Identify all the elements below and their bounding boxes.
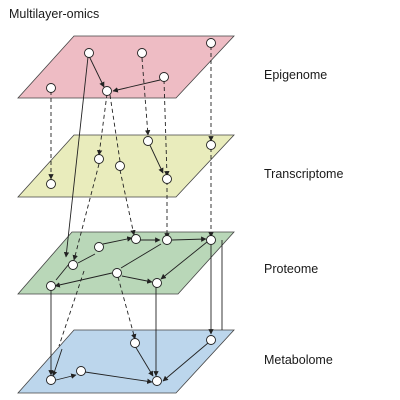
epigenome-plane [17,35,235,99]
node [84,48,94,58]
node [46,83,56,93]
node [112,268,122,278]
node [94,154,104,164]
node [102,86,112,96]
proteome-nodes [46,234,216,291]
node [206,140,216,150]
node [206,335,216,345]
layer-label-epigenome: Epigenome [264,68,328,82]
solid-edges [48,55,223,384]
node [206,235,216,245]
node [130,338,140,348]
layer-label-transcriptome: Transcriptome [264,167,344,181]
layer-label-proteome: Proteome [264,262,319,276]
node [46,179,56,189]
metabolome-nodes [46,335,216,386]
layer-label-metabolome: Metabolome [264,353,333,367]
node [115,161,125,171]
node [76,366,86,376]
transcriptome-plane [17,134,235,198]
node [94,242,104,252]
diagram-title: Multilayer-omics [9,7,100,21]
node [143,136,153,146]
node [46,281,56,291]
transcriptome-nodes [46,136,216,189]
node [137,48,147,58]
epigenome-nodes [46,38,216,96]
node [162,235,172,245]
node [131,234,141,244]
node [162,174,172,184]
node [46,375,56,385]
node [152,376,162,386]
node [159,72,169,82]
inter-layer-edges [48,46,214,347]
node [206,38,216,48]
node [152,278,162,288]
node [68,260,78,270]
proteome-plane [17,231,235,295]
